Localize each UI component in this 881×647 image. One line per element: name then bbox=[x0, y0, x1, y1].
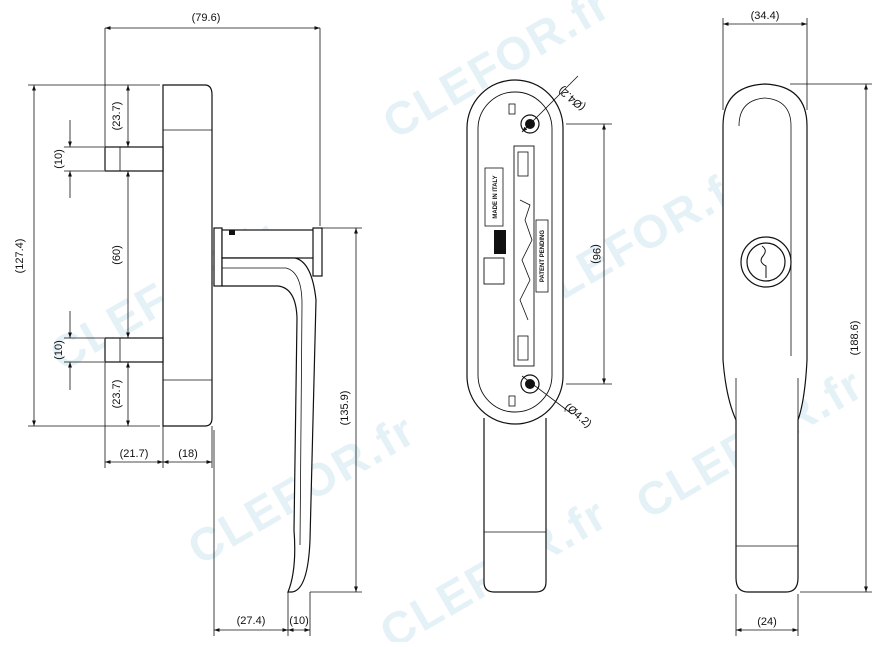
dim-pin-bottom: (10) bbox=[53, 340, 65, 360]
dim-front-height: (188.6) bbox=[849, 321, 861, 356]
dim-pin-length: (21.7) bbox=[120, 448, 149, 460]
pin-top bbox=[104, 146, 164, 172]
back-plate bbox=[466, 79, 564, 425]
dim-base-thickness: (18) bbox=[178, 448, 198, 460]
back-view bbox=[466, 79, 564, 593]
front-view-dimensions bbox=[722, 18, 872, 636]
dim-width-overall: (79.6) bbox=[192, 12, 221, 24]
dim-front-width: (34.4) bbox=[751, 10, 780, 22]
side-view bbox=[104, 84, 323, 593]
side-view-dimensions bbox=[28, 26, 362, 636]
front-view-labels: (34.4) (188.6) (24) bbox=[751, 10, 861, 628]
dim-bottom-offset: (23.7) bbox=[111, 380, 123, 409]
mark-patent: PATENT PENDING bbox=[540, 230, 546, 282]
dim-top-offset: (23.7) bbox=[111, 102, 123, 131]
dim-front-lever-width: (24) bbox=[757, 616, 777, 628]
dim-height-overall: (127.4) bbox=[14, 239, 26, 274]
mark-made-in: MADE IN ITALY bbox=[493, 175, 499, 218]
dim-lever-length: (135.9) bbox=[339, 391, 351, 426]
pin-bottom bbox=[104, 337, 164, 363]
back-view-dimensions bbox=[521, 75, 612, 415]
dim-pin-spacing: (60) bbox=[111, 245, 123, 265]
dim-hole-bottom: (Ø4.2) bbox=[562, 401, 594, 430]
front-body bbox=[722, 83, 808, 593]
dim-pin-top: (10) bbox=[53, 149, 65, 169]
dim-lever-offset: (27.4) bbox=[237, 615, 266, 627]
mark-code: ST6206 bbox=[498, 231, 504, 253]
dim-hole-spacing: (96) bbox=[590, 244, 602, 264]
collar bbox=[213, 227, 223, 287]
dim-lever-width: (10) bbox=[289, 615, 309, 627]
front-view bbox=[722, 83, 808, 593]
base-plate bbox=[162, 84, 213, 427]
lock-cylinder bbox=[746, 242, 786, 282]
dim-hole-top: (Ø4.2) bbox=[556, 84, 588, 113]
side-view-labels: (79.6) (127.4) (23.7) (10) (60) (10) (23… bbox=[14, 12, 351, 627]
